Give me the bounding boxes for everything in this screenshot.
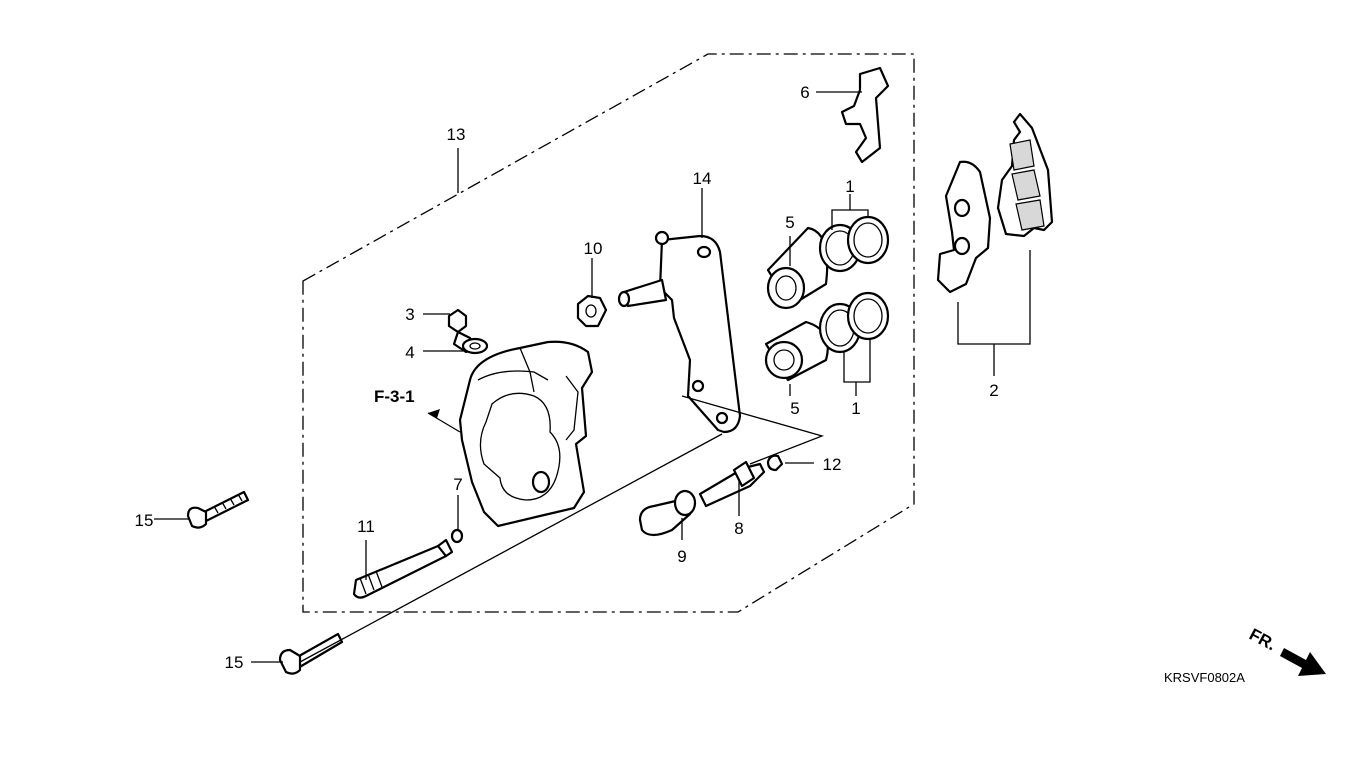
front-label: FR.: [1246, 625, 1279, 655]
pad-spring: [840, 66, 890, 164]
bracket-seals-lower: [843, 338, 871, 383]
washer-7: [450, 528, 464, 544]
pin-bolt-8: [698, 460, 766, 508]
callout-9: 9: [677, 547, 686, 566]
piston-lower: [764, 320, 829, 382]
nut-10: [576, 294, 608, 328]
callout-11: 11: [357, 517, 375, 536]
callout-5-upper: 5: [785, 213, 794, 232]
piston-seals-lower: [818, 291, 890, 354]
seal-12: [766, 454, 784, 472]
piston-upper: [766, 226, 829, 310]
callout-15-upper: 15: [135, 511, 154, 530]
caliper-body: [458, 340, 594, 528]
boot-9: [638, 489, 697, 537]
piston-seals-upper: [818, 215, 890, 273]
callout-15-lower: 15: [225, 653, 244, 672]
caliper-pin: [352, 538, 454, 599]
callout-6: 6: [800, 83, 809, 102]
caliper-bracket: [617, 230, 742, 434]
brake-pad-rear: [996, 112, 1054, 238]
callout-4: 4: [405, 343, 414, 362]
callout-2: 2: [989, 381, 998, 400]
callout-10: 10: [584, 239, 603, 258]
callout-12: 12: [823, 455, 842, 474]
callout-8: 8: [734, 519, 743, 538]
callout-14: 14: [693, 169, 712, 188]
callout-3: 3: [405, 305, 414, 324]
reference-label[interactable]: F-3-1: [374, 387, 415, 406]
callout-1-lower: 1: [851, 399, 860, 418]
reference-arrow: [428, 409, 440, 418]
diagram-code: KRSVF0802A: [1164, 670, 1245, 685]
bolt-15-lower: [278, 433, 723, 675]
callout-7: 7: [453, 475, 462, 494]
callout-13: 13: [447, 125, 466, 144]
callout-5-lower: 5: [790, 399, 799, 418]
front-direction-arrow-icon: FR.: [1246, 625, 1326, 676]
bleeder-screw: [447, 308, 489, 355]
bolt-15-upper: [186, 490, 250, 529]
assembly-outline: [302, 53, 915, 613]
brake-pad-front: [936, 160, 992, 294]
callout-1-upper: 1: [845, 177, 854, 196]
